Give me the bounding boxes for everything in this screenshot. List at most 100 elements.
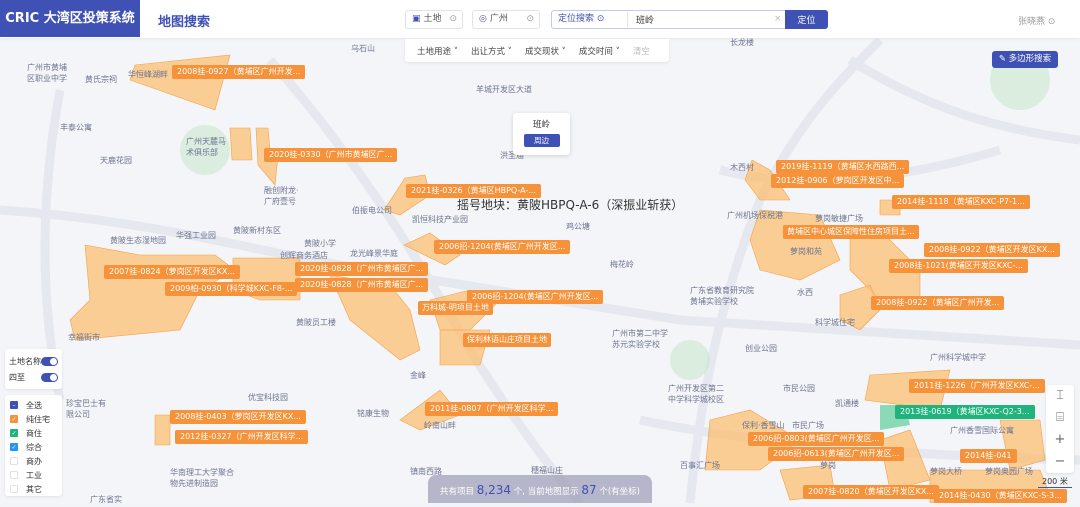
checkbox[interactable]	[10, 485, 18, 493]
place-label: 华南理工大学聚合物先进制造园	[170, 468, 234, 488]
filter-label: 成交现状	[524, 46, 559, 57]
count-suffix: 个(有坐标)	[599, 487, 640, 497]
parcel-label[interactable]: 2014挂-041	[960, 449, 1017, 463]
place-label: 水西	[797, 288, 813, 297]
parcel-label[interactable]: 2006招-1204(黄埔区广州开发区...	[434, 240, 571, 254]
search-type-select[interactable]: 定位搜索 ⊙	[558, 14, 605, 24]
category-mixed[interactable]: ✓ 综合	[10, 440, 57, 454]
place-label: 鸡公塘	[566, 222, 590, 231]
toggle-switch[interactable]	[41, 372, 58, 382]
land-icon: ▣	[412, 14, 421, 24]
checkbox[interactable]: –	[10, 401, 18, 409]
parcel-label[interactable]: 2014挂-0430（黄埔区KXC-S-3...	[934, 489, 1067, 503]
search-input[interactable]	[627, 12, 777, 27]
parcel-label[interactable]: 2013挂-0619（黄埔区KXC-Q2-3...	[895, 405, 1035, 419]
place-label: 金峰	[410, 371, 426, 380]
category-commercial-residential[interactable]: ✓商住	[10, 426, 57, 440]
parcel-label[interactable]: 2011挂-1226（广州开发区KXC-...	[909, 379, 1045, 393]
parcel-label[interactable]: 2007挂-0824（萝岗区开发区KX...	[104, 265, 240, 279]
category-other[interactable]: 其它	[10, 482, 57, 496]
total-count: 8,234	[476, 483, 512, 497]
toggle-land-name[interactable]: 土地名称	[9, 353, 58, 369]
polygon-search-button[interactable]: ✎ 多边形搜索	[992, 51, 1058, 68]
filter-label: 成交时间	[578, 46, 613, 57]
checkbox[interactable]	[10, 471, 18, 479]
parcel-label[interactable]: 2014挂-1118（黄埔区KXC-P7-1...	[892, 195, 1030, 209]
parcel-label[interactable]: 2006招-0803(黄埔区广州开发区...	[748, 432, 885, 446]
place-label: 伯振电公司	[352, 206, 392, 215]
parcel-label[interactable]: 2019挂-1119（黄埔区水西路西...	[776, 160, 910, 174]
place-label: 科学城住宅	[815, 318, 855, 327]
parcel-label[interactable]: 2008挂-0927（黄埔区广州开发...	[172, 65, 306, 79]
parcel-label[interactable]: 2008挂-0403（萝岗区开发区KX...	[170, 410, 306, 424]
checkbox[interactable]: ✓	[10, 443, 18, 451]
filter-deal-status[interactable]: 成交现状 ˅	[524, 46, 566, 57]
map-title: 摇号地块：黄陂HBPQ-A-6（深振业斩获）	[457, 198, 684, 212]
place-label: 凯通楼	[835, 399, 859, 408]
filter-land-use[interactable]: 土地用途 ˅	[417, 46, 458, 57]
zoom-out-button[interactable]: −	[1054, 454, 1066, 469]
parcel-label[interactable]: 2006招-0613(黄埔区广州开发区...	[768, 447, 905, 461]
toggle-label: 土地名称	[9, 356, 41, 366]
category-office[interactable]: 商办	[10, 454, 57, 468]
category-label: 全选	[26, 400, 42, 410]
filter-deal-time[interactable]: 成交时间 ˅	[578, 46, 620, 57]
parcel-label[interactable]: 保利林语山庄项目土地	[463, 333, 551, 347]
category-industrial[interactable]: 工业	[10, 468, 57, 482]
city-value: 广州	[489, 14, 508, 24]
parcel-label[interactable]: 2020挂-0330（广州市黄埔区广...	[264, 148, 398, 162]
filter-transfer-method[interactable]: 出让方式 ˅	[470, 46, 512, 57]
place-label: 羊城开发区大道	[476, 85, 532, 94]
place-label: 铭康生物	[357, 409, 389, 418]
clear-filters-button[interactable]: 清空	[632, 46, 650, 57]
nearby-button[interactable]: 周边	[523, 134, 560, 147]
clear-icon[interactable]: ×	[774, 14, 782, 24]
checkbox[interactable]	[10, 457, 18, 465]
place-label: 幸福街市	[68, 333, 100, 342]
popup-name: 班岭	[532, 120, 550, 130]
parcel-label[interactable]: 2009柏-0930（科学城KXC-F8-...	[165, 282, 298, 296]
place-label: 广州市第二中学苏元实验学校	[612, 329, 668, 349]
checkbox[interactable]: ✓	[10, 429, 18, 437]
zoom-in-button[interactable]: +	[1054, 432, 1066, 447]
parcel-label[interactable]: 2020挂-0828（广州市黄埔区广...	[295, 262, 429, 276]
place-label: 丰泰公寓	[60, 123, 92, 132]
category-label: 其它	[26, 484, 42, 494]
locate-button[interactable]: 定位	[785, 10, 828, 29]
parcel-label[interactable]: 2007挂-0820（黄埔区开发区KX...	[803, 485, 939, 499]
land-type-select[interactable]: ▣土地⊙	[405, 10, 463, 29]
parcel-label[interactable]: 2008挂-0922（黄埔区开发区KX...	[924, 243, 1060, 257]
checkbox[interactable]: ✓	[10, 415, 18, 423]
parcel-label[interactable]: 2021挂-0326（黄埔区HBPQ-A-...	[406, 184, 541, 198]
toggle-boundaries[interactable]: 四至	[9, 369, 58, 385]
parcel-label[interactable]: 2006招-1204(黄埔区广州开发区...	[467, 290, 604, 304]
category-legend: –全选 ✓纯住宅 ✓商住 ✓ 综合 商办 工业 其它	[5, 395, 62, 496]
parcel-label[interactable]: 2011挂-0807（广州开发区科学...	[425, 402, 559, 416]
category-label: 综合	[26, 442, 42, 452]
logo[interactable]: CRIC 大湾区投策系统	[0, 0, 140, 37]
category-all[interactable]: –全选	[10, 398, 57, 412]
parcel-label[interactable]: 2008挂-1021(黄埔区开发区KXC-...	[889, 259, 1028, 273]
toggle-switch[interactable]	[41, 356, 58, 366]
parcel-label[interactable]: 万科城-明项目土地	[418, 301, 493, 315]
place-label: 黄陂新村东区	[233, 226, 281, 235]
city-select[interactable]: ◎广州⊙	[472, 10, 540, 29]
filter-bar: 土地用途 ˅ 出让方式 ˅ 成交现状 ˅ 成交时间 ˅ 清空	[405, 39, 669, 62]
user-menu[interactable]: 张晓燕 ⊙	[1018, 17, 1056, 27]
category-label: 工业	[26, 470, 42, 480]
category-residential[interactable]: ✓纯住宅	[10, 412, 57, 426]
location-icon: ◎	[479, 14, 487, 24]
land-type-value: 土地	[423, 14, 442, 24]
ruler-icon[interactable]: ⌶	[1056, 388, 1064, 403]
parcel-label[interactable]: 2012挂-0327（广州开发区科学...	[175, 430, 309, 444]
parcel-label[interactable]: 2012挂-0906（萝岗区开发区中...	[771, 174, 905, 188]
parcel-label[interactable]: 2008挂-0922（黄埔区广州开发...	[871, 296, 1005, 310]
filter-label: 出让方式	[470, 46, 505, 57]
parcel-label[interactable]: 黄埔区中心城区保障性住房项目土...	[783, 225, 919, 239]
area-measure-icon[interactable]: ⌸	[1056, 410, 1064, 425]
parcel-label[interactable]: 2020挂-0828（广州市黄埔区广...	[295, 278, 429, 292]
polygon-search-label: 多边形搜索	[1008, 54, 1052, 64]
place-label: 乌石山	[351, 44, 375, 53]
place-label: 黄陂小学	[304, 239, 336, 248]
